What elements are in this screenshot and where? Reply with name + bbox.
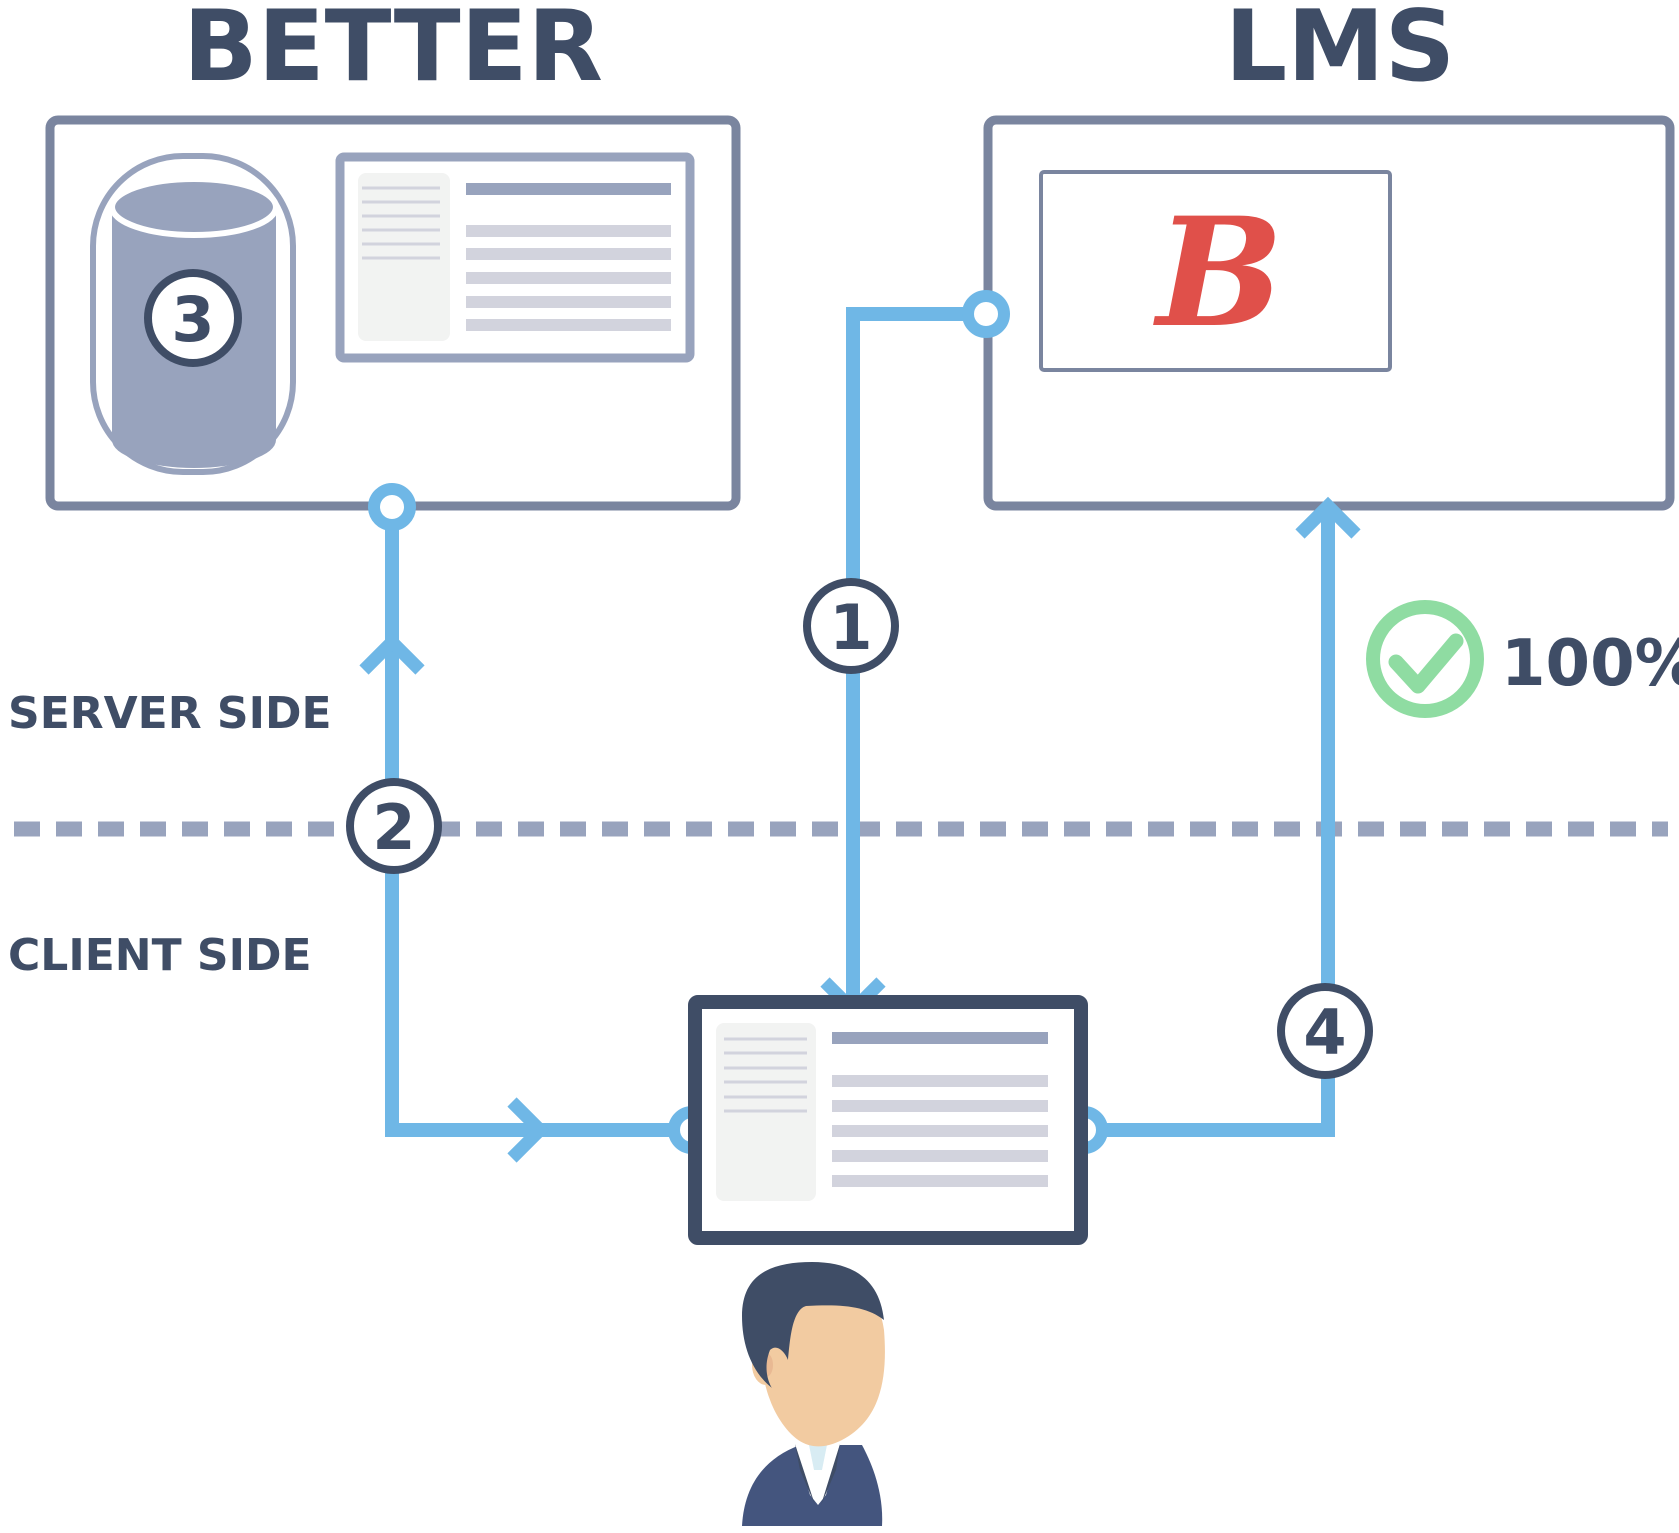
- connector-arrowheads: [359, 496, 1361, 1163]
- client-document-window: [688, 995, 1088, 1245]
- step-2-label: 2: [372, 791, 415, 864]
- connector-2: [385, 507, 692, 1137]
- arrow-up-4: [1295, 496, 1361, 539]
- client-side-label: CLIENT SIDE: [8, 930, 312, 981]
- better-logo-letter: B: [1153, 185, 1284, 361]
- step-4-label: 4: [1303, 996, 1346, 1069]
- step-3-label: 3: [171, 283, 214, 356]
- step-1-label: 1: [829, 591, 872, 664]
- arrow-up-2: [359, 632, 425, 675]
- port-better: [368, 483, 416, 531]
- connector-1: [846, 307, 986, 1000]
- arrow-right-2: [507, 1097, 550, 1163]
- completion-percent: 100%: [1501, 627, 1679, 701]
- lms-title: LMS: [1225, 0, 1456, 104]
- server-side-label: SERVER SIDE: [8, 688, 332, 739]
- connector-lines: [385, 307, 1335, 1137]
- port-lms: [962, 290, 1010, 338]
- better-document-icon: [335, 152, 695, 363]
- better-title: BETTER: [183, 0, 603, 104]
- step-2-badge: 2: [346, 778, 442, 874]
- check-circle-icon: [1366, 600, 1484, 718]
- better-logo-icon: B: [1153, 185, 1284, 361]
- lms-embed-frame: [1039, 170, 1392, 372]
- step-1-badge: 1: [803, 578, 899, 674]
- step-3-badge: 3: [144, 269, 242, 367]
- step-4-badge: 4: [1277, 983, 1373, 1079]
- user-avatar-icon: [742, 1262, 885, 1526]
- connector-4: [1084, 508, 1335, 1137]
